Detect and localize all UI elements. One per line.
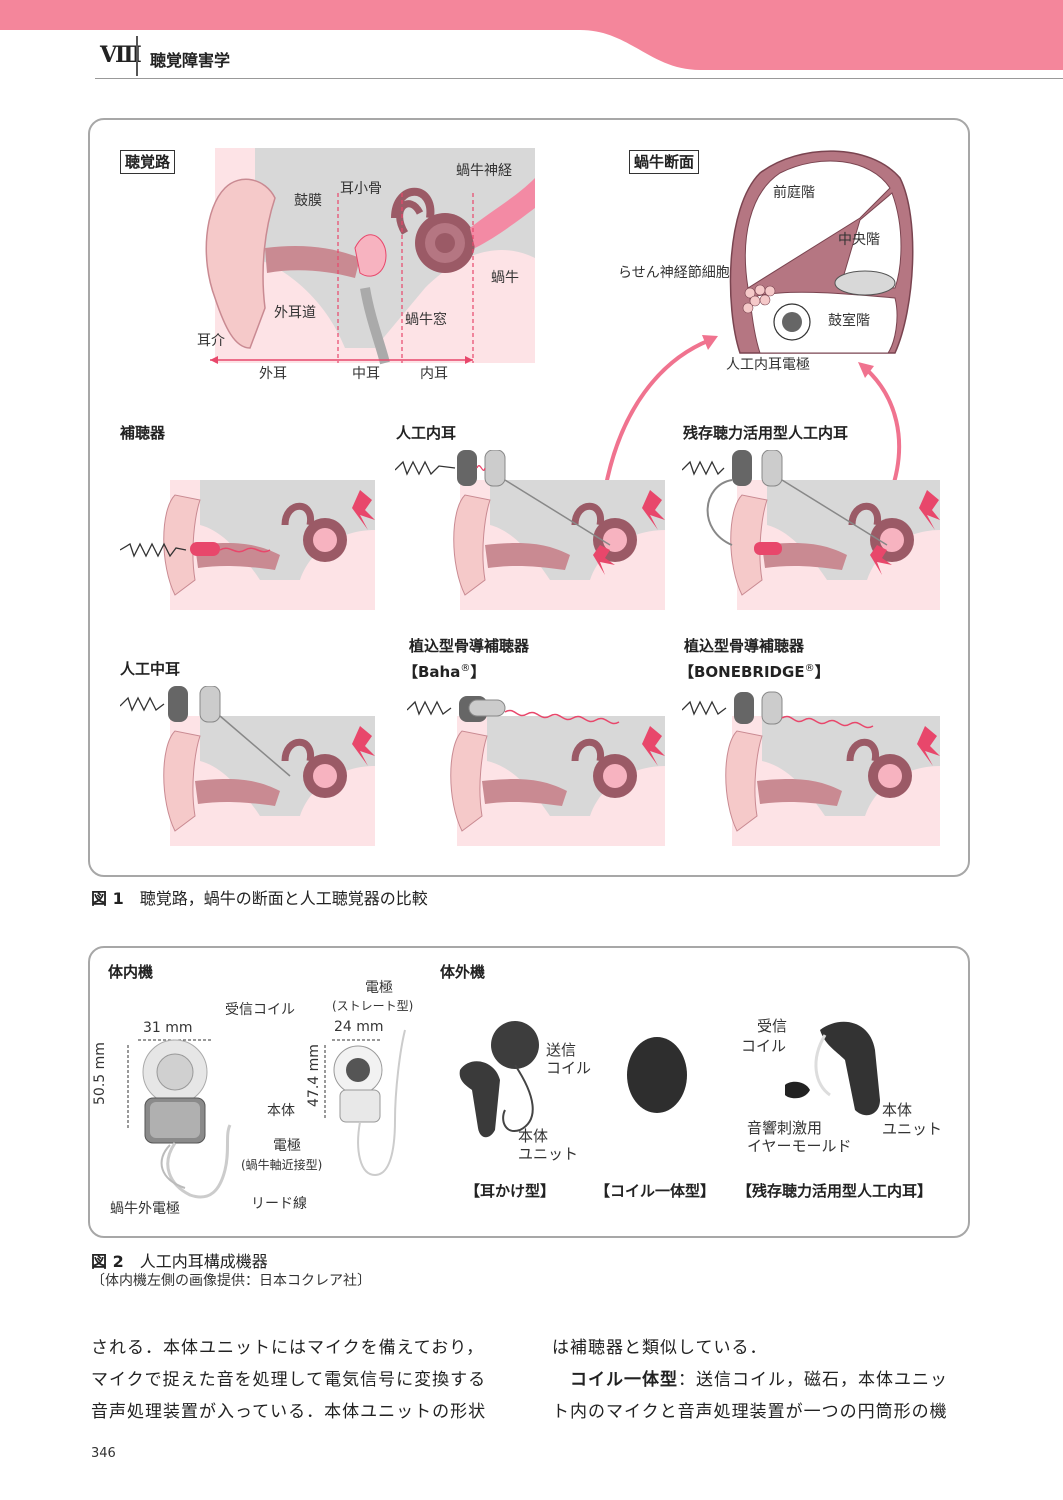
middle-ear-implant-illustration (120, 686, 375, 846)
device-bonebridge-line1: 植込型骨導補聴器 (684, 637, 805, 655)
label-round-window: 蝸牛窓 (405, 312, 447, 328)
label-scala-tympani: 鼓室階 (828, 313, 870, 329)
label-spiral-ganglion: らせん神経節細胞 (618, 265, 730, 281)
label-transmit-coil-1: 送信 (546, 1041, 577, 1059)
body-col2-line1: は補聴器と類似している． (552, 1338, 768, 1358)
figure1-caption: 図 1 聴覚路，蝸牛の断面と人工聴覚器の比較 (91, 885, 428, 909)
chapter-title: 聴覚障害学 (150, 51, 231, 70)
device-middle-ear: 人工中耳 (120, 660, 181, 678)
bonebridge-close: 】 (814, 663, 830, 681)
pathway-tag: 聴覚路 (120, 150, 176, 174)
label-lead-wire: リード線 (251, 1196, 307, 1212)
body-col2-term: コイル一体型 (570, 1370, 678, 1390)
label-unit-2a: 本体 (882, 1101, 913, 1119)
label-earmold-2: イヤーモールド (747, 1137, 852, 1155)
pink-arrows (603, 335, 902, 496)
label-cochlea: 蝸牛 (491, 270, 519, 286)
body-col1-line2: マイクで捉えた音を処理して電気信号に変換する (91, 1370, 487, 1390)
type-coil-integrated: 【コイル一体型】 (595, 1182, 716, 1200)
hearing-aid-illustration (120, 480, 375, 610)
device-bonebridge-line2: 【BONEBRIDGE®】 (679, 660, 830, 681)
body-col1-line1: される．本体ユニットにはマイクを備えており， (91, 1338, 485, 1358)
label-outer-ear: 外耳 (259, 366, 287, 382)
internal-devices-photo (127, 1029, 406, 1199)
body-col1-line3: 音声処理装置が入っている．本体ユニットの形状 (91, 1402, 487, 1422)
chapter-number: Ⅷ (100, 42, 142, 68)
auditory-pathway-illustration (205, 148, 535, 365)
figure1-caption-text: 聴覚路，蝸牛の断面と人工聴覚器の比較 (139, 889, 428, 908)
label-electrode-modiolar: 電極 (273, 1138, 301, 1154)
label-unit-2b: ユニット (882, 1120, 943, 1138)
type-bte: 【耳かけ型】 (465, 1182, 556, 1200)
label-receive-coil-1: 受信 (757, 1017, 788, 1035)
label-unit-1a: 本体 (518, 1127, 549, 1145)
body-col2-line2-rest: ：送信コイル，磁石，本体ユニッ (678, 1370, 948, 1390)
label-body: 本体 (267, 1103, 295, 1119)
label-unit-1b: ユニット (518, 1145, 579, 1163)
label-ci-electrode: 人工内耳電極 (726, 357, 810, 373)
label-scala-media: 中央階 (838, 232, 880, 248)
label-electrode-straight-sub: (ストレート型) (332, 999, 414, 1013)
device-eas: 残存聴力活用型人工内耳 (683, 424, 849, 442)
figure2-caption-text: 人工内耳構成機器 (139, 1252, 268, 1271)
baha-close: 】 (470, 663, 486, 681)
external-title: 体外機 (440, 963, 486, 981)
label-middle-ear: 中耳 (352, 366, 380, 382)
label-scala-vestibuli: 前庭階 (773, 185, 815, 201)
body-column-2: は補聴器と類似している． コイル一体型：送信コイル，磁石，本体ユニッ ト内のマイ… (552, 1332, 972, 1428)
body-col2-line2: コイル一体型：送信コイル，磁石，本体ユニッ (552, 1364, 972, 1396)
figure2-credit: 〔体内機左側の画像提供：日本コクレア社〕 (91, 1273, 371, 1289)
label-height-50: 50.5 mm (92, 1042, 108, 1105)
page-number: 346 (91, 1446, 116, 1461)
label-earmold-1: 音響刺激用 (747, 1119, 823, 1137)
label-receive-coil-2: コイル (741, 1037, 787, 1055)
device-baha-line2: 【Baha®】 (403, 660, 485, 681)
device-hearing-aid: 補聴器 (120, 424, 166, 442)
label-width-24: 24 mm (334, 1019, 384, 1035)
label-width-31: 31 mm (143, 1020, 193, 1036)
label-inner-ear: 内耳 (420, 366, 448, 382)
label-ear-canal: 外耳道 (274, 305, 316, 321)
section-tag: 蝸牛断面 (629, 150, 700, 174)
device-baha-line1: 植込型骨導補聴器 (409, 637, 530, 655)
label-cochlear-nerve: 蝸牛神経 (456, 163, 512, 179)
figure2-caption-number: 図 2 (91, 1252, 124, 1271)
cochlea-section-illustration (729, 150, 914, 354)
body-column-1: される．本体ユニットにはマイクを備えており， マイクで捉えた音を処理して電気信号… (91, 1332, 511, 1428)
baha-name: 【Baha (403, 663, 461, 681)
label-auricle: 耳介 (197, 333, 225, 349)
label-tympanic: 鼓膜 (294, 193, 322, 209)
baha-illustration (407, 696, 665, 846)
figure2-caption: 図 2 人工内耳構成機器 (91, 1248, 268, 1272)
type-eas: 【残存聴力活用型人工内耳】 (737, 1182, 933, 1200)
eas-illustration (682, 450, 940, 610)
bonebridge-illustration (682, 691, 940, 846)
header-rule (95, 78, 1063, 79)
internal-title: 体内機 (108, 963, 154, 981)
bonebridge-name: 【BONEBRIDGE (679, 663, 805, 681)
label-transmit-coil-2: コイル (546, 1059, 592, 1077)
external-devices-photo (459, 1021, 880, 1138)
label-electrode-modiolar-sub: (蝸牛軸近接型) (241, 1158, 323, 1172)
device-cochlear-implant: 人工内耳 (396, 424, 457, 442)
label-ossicles: 耳小骨 (340, 181, 382, 197)
label-extracochlear-electrode: 蝸牛外電極 (110, 1201, 180, 1217)
chapter-divider (136, 36, 138, 76)
cochlear-implant-illustration (395, 450, 665, 610)
label-electrode-straight: 電極 (365, 980, 393, 996)
label-receiver-coil: 受信コイル (225, 1002, 295, 1018)
body-col2-line3: ト内のマイクと音声処理装置が一つの円筒形の機 (552, 1402, 948, 1422)
label-height-47: 47.4 mm (306, 1044, 322, 1107)
baha-reg-mark: ® (460, 663, 471, 674)
figure1-caption-number: 図 1 (91, 889, 124, 908)
bonebridge-reg-mark: ® (804, 663, 815, 674)
header-band (0, 0, 1063, 70)
